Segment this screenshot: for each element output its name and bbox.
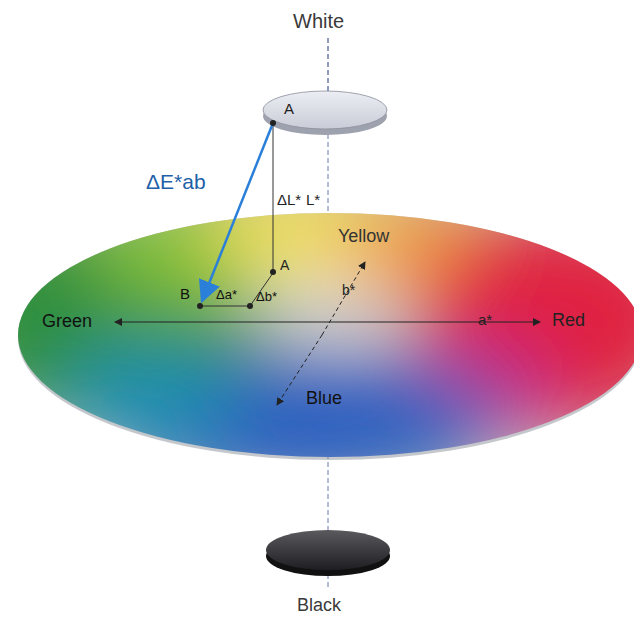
point-a-top bbox=[270, 120, 276, 126]
b-axis-positive bbox=[322, 262, 365, 335]
delta-e-label: ΔE*ab bbox=[146, 170, 206, 193]
delta-a-line bbox=[200, 306, 250, 307]
axis-label: L* bbox=[306, 192, 320, 209]
point-label: B bbox=[180, 286, 190, 303]
white-disc bbox=[263, 91, 387, 129]
a-axis-negative bbox=[115, 322, 300, 323]
point-label: A bbox=[284, 101, 294, 118]
hue-label: Red bbox=[552, 311, 585, 331]
black-disc bbox=[266, 530, 390, 570]
axis-end-label: White bbox=[293, 10, 344, 32]
delta-l-line bbox=[273, 124, 274, 271]
point-corner bbox=[247, 303, 253, 309]
axis-label: b* bbox=[342, 283, 355, 298]
delta-l-label: ΔL* bbox=[277, 192, 301, 209]
point-label: A bbox=[280, 258, 289, 273]
color-disc bbox=[0, 190, 634, 490]
hue-label: Yellow bbox=[338, 227, 389, 247]
point-b bbox=[197, 303, 203, 309]
point-a bbox=[270, 269, 276, 275]
delta-b-label: Δb* bbox=[256, 290, 277, 304]
axis-end-label: Black bbox=[297, 596, 341, 616]
a-axis-positive bbox=[300, 322, 540, 323]
delta-a-label: Δa* bbox=[216, 288, 237, 302]
axis-label: a* bbox=[478, 312, 492, 329]
delta-e-arrow bbox=[202, 123, 273, 301]
hue-label: Green bbox=[42, 312, 92, 332]
hue-label: Blue bbox=[306, 389, 342, 409]
